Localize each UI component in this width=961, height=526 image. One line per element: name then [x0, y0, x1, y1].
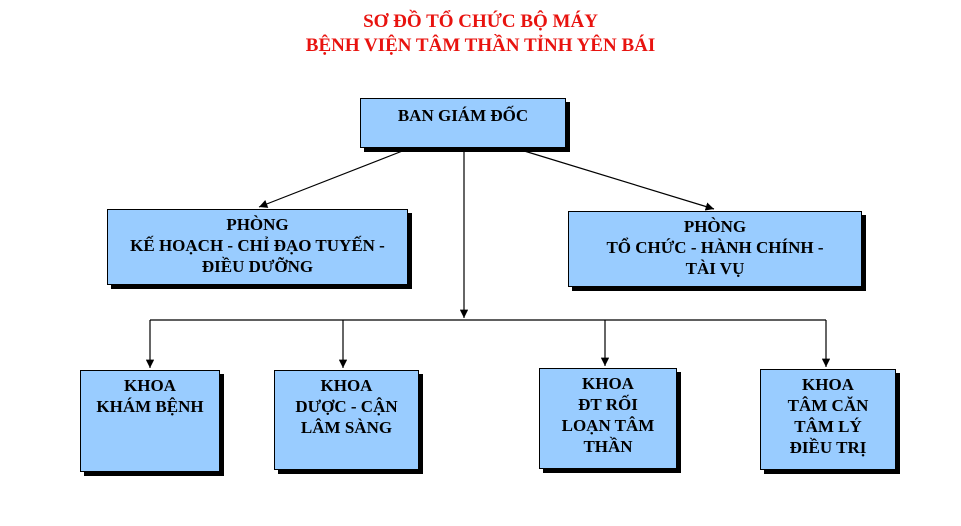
node-label-line: LÂM SÀNG [300, 418, 393, 437]
node-examination-ward: KHOA KHÁM BỆNH [80, 370, 220, 472]
node-planning-department: PHÒNG KẾ HOẠCH - CHỈ ĐẠO TUYẾN - ĐIỀU DƯ… [107, 209, 408, 285]
diagram-title-line-1: SƠ ĐỒ TỔ CHỨC BỘ MÁY [363, 11, 598, 32]
diagram-title-line-2: BỆNH VIỆN TÂM THẦN TỈNH YÊN BÁI [305, 35, 656, 56]
node-label-line: KHÁM BỆNH [96, 397, 204, 416]
node-mental-disorder-ward: KHOA ĐT RỐI LOẠN TÂM THẦN [539, 368, 677, 469]
node-label-line: LOẠN TÂM [561, 416, 655, 435]
node-label-line: ĐIỀU TRỊ [789, 438, 867, 457]
node-label-line: KHOA [124, 376, 176, 395]
node-label-line: TÂM LÝ [794, 417, 862, 436]
node-label-line: PHÒNG [683, 217, 747, 236]
node-label-line: KẾ HOẠCH - CHỈ ĐẠO TUYẾN - [130, 236, 385, 255]
node-psychology-ward: KHOA TÂM CĂN TÂM LÝ ĐIỀU TRỊ [760, 369, 896, 470]
node-label-line: TỔ CHỨC - HÀNH CHÍNH - [606, 238, 824, 257]
edge-director-to-admin [520, 149, 715, 211]
node-label-line: DƯỢC - CẬN [295, 397, 398, 416]
node-board-of-directors: BAN GIÁM ĐỐC [360, 98, 566, 148]
node-label-line: KHOA [802, 375, 854, 394]
node-admin-department: PHÒNG TỔ CHỨC - HÀNH CHÍNH - TÀI VỤ [568, 211, 862, 287]
node-label-line: ĐIỀU DƯỠNG [201, 257, 314, 276]
node-label-line: ĐT RỐI [578, 395, 638, 414]
node-label-line: KHOA [582, 374, 634, 393]
node-pharmacy-ward: KHOA DƯỢC - CẬN LÂM SÀNG [274, 370, 419, 470]
edge-director-to-planning [258, 149, 406, 208]
node-label-line: PHÒNG [226, 215, 289, 234]
node-label-line: TÀI VỤ [685, 259, 745, 278]
node-label-line: KHOA [320, 376, 373, 395]
node-label-line: TÂM CĂN [787, 396, 869, 415]
node-label-line: BAN GIÁM ĐỐC [397, 106, 529, 125]
node-label-line: THẦN [583, 437, 633, 456]
